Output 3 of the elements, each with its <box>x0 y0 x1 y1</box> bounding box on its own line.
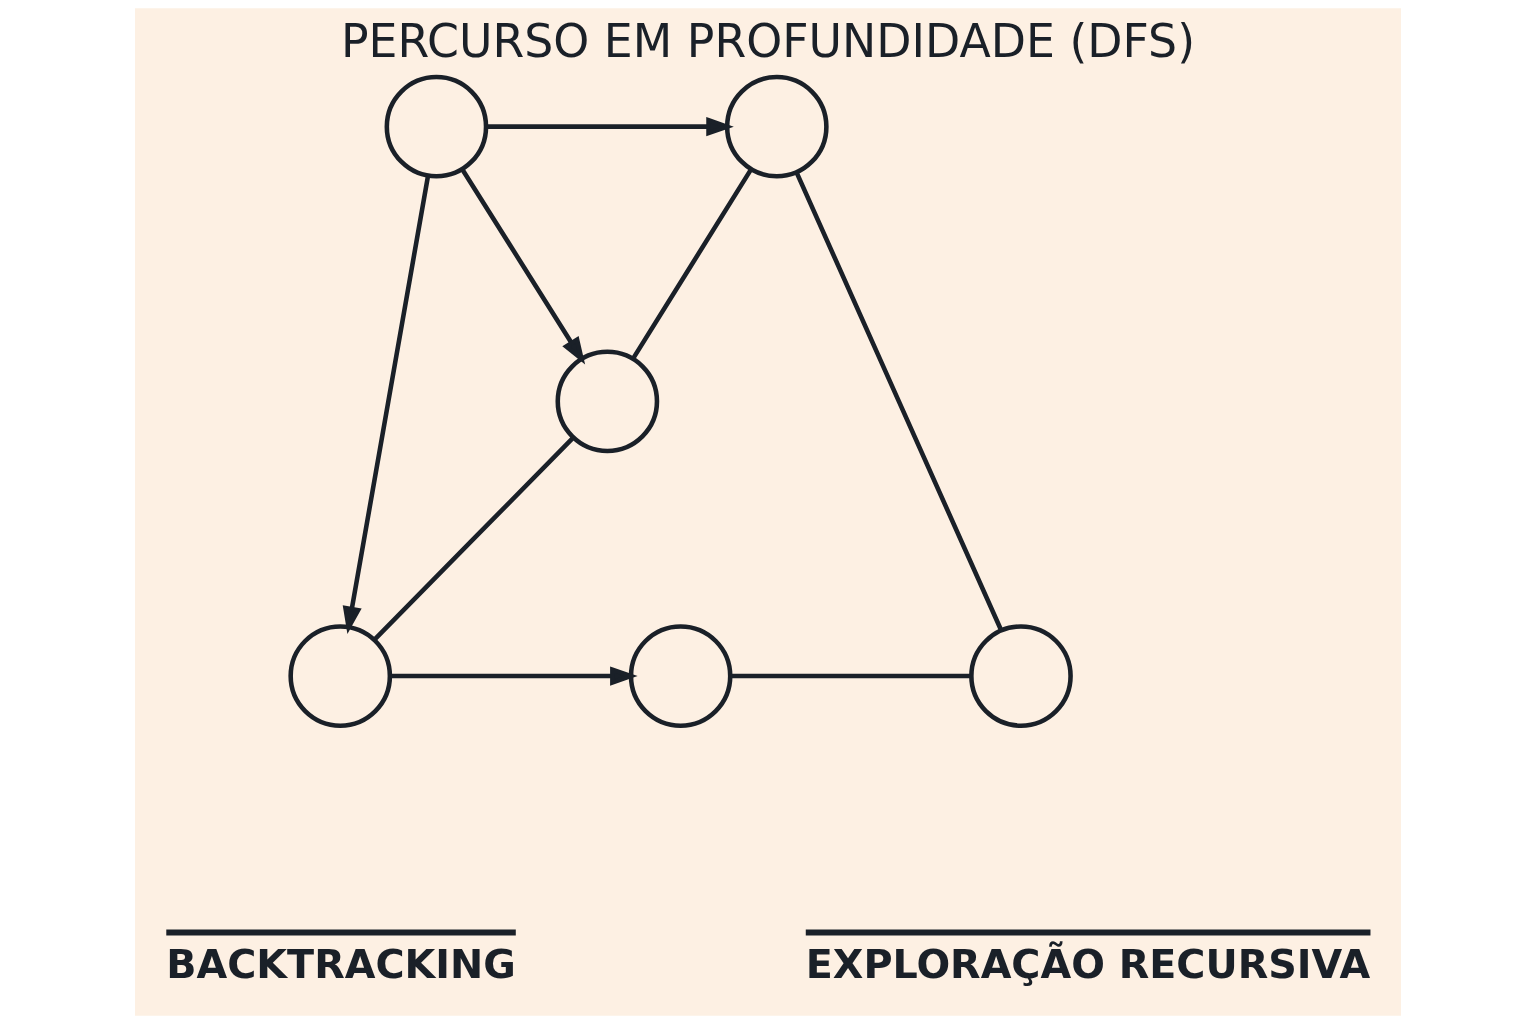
legend-label: BACKTRACKING <box>166 940 516 987</box>
diagram-title: PERCURSO EM PROFUNDIDADE (DFS) <box>340 15 1196 69</box>
legend-label: EXPLORAÇÃO RECURSIVA <box>805 940 1371 987</box>
